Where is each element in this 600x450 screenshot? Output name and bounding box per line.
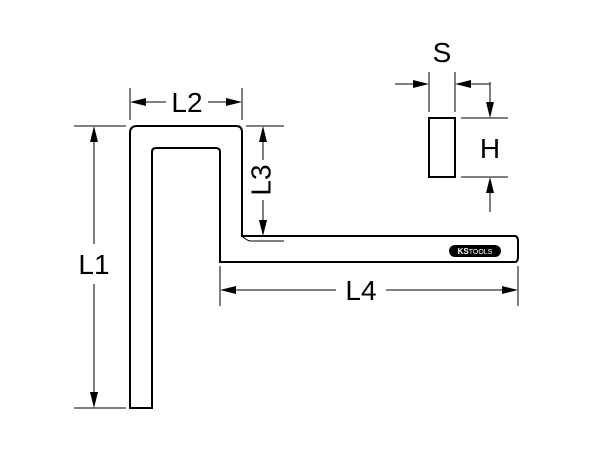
dimension-l1: L1 (74, 125, 126, 409)
label-h: H (480, 133, 500, 164)
logo-brand: KS (458, 247, 470, 256)
dimension-l4: L4 (219, 266, 519, 306)
dimension-h: H (461, 82, 508, 212)
label-l1: L1 (78, 249, 109, 280)
logo-text: KSTOOLS (458, 247, 493, 256)
logo-suffix: TOOLS (469, 249, 493, 256)
logo-background (449, 245, 501, 257)
ks-tools-logo: KSTOOLS (449, 245, 501, 257)
label-l3: L3 (245, 164, 276, 195)
label-s: S (433, 37, 452, 68)
label-l2: L2 (171, 87, 202, 118)
dimension-l3: L3 (245, 125, 284, 236)
dimension-l2: L2 (129, 87, 243, 120)
tool-outline (129, 125, 519, 409)
fold-line (241, 235, 284, 242)
cross-section (428, 117, 456, 178)
label-l4: L4 (345, 275, 376, 306)
dimension-s: S (395, 37, 490, 112)
